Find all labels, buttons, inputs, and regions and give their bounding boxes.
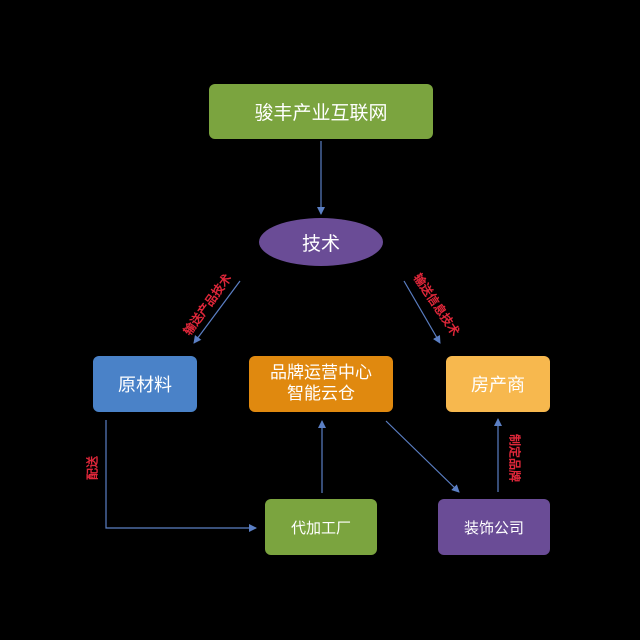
node-technology: 技术 [259, 218, 383, 266]
edge-label-raw-to-oem: 配送 [85, 455, 100, 480]
arrow-raw-to-oem [105, 420, 257, 532]
node-real-estate-developer: 房产商 [446, 356, 550, 412]
node-brand-operation-center: 品牌运营中心 智能云仓 [249, 356, 393, 412]
arrow-tech-to-raw [193, 280, 241, 344]
node-label: 技术 [301, 232, 340, 255]
edge-label-tech-to-raw: 输送产品技术 [180, 271, 234, 338]
arrow-tech-to-estate [403, 280, 441, 344]
node-label: 原材料 [118, 375, 172, 396]
node-label-line2: 智能云仓 [287, 384, 355, 404]
node-label: 房产商 [471, 375, 525, 396]
node-label: 骏丰产业互联网 [254, 102, 388, 124]
node-decoration-company: 装饰公司 [438, 499, 550, 555]
node-label: 代加工厂 [290, 518, 351, 537]
node-junfeng-industrial-internet: 骏丰产业互联网 [209, 84, 433, 139]
node-label-line1: 品牌运营中心 [270, 363, 372, 383]
edge-label-tech-to-estate: 输送信息技术 [410, 270, 463, 338]
node-raw-materials: 原材料 [93, 356, 197, 412]
arrow-brand-to-deco [385, 420, 460, 493]
node-label: 装饰公司 [463, 518, 524, 537]
node-oem-factory: 代加工厂 [265, 499, 377, 555]
edge-label-deco-to-estate: 制定品牌 [508, 434, 523, 482]
